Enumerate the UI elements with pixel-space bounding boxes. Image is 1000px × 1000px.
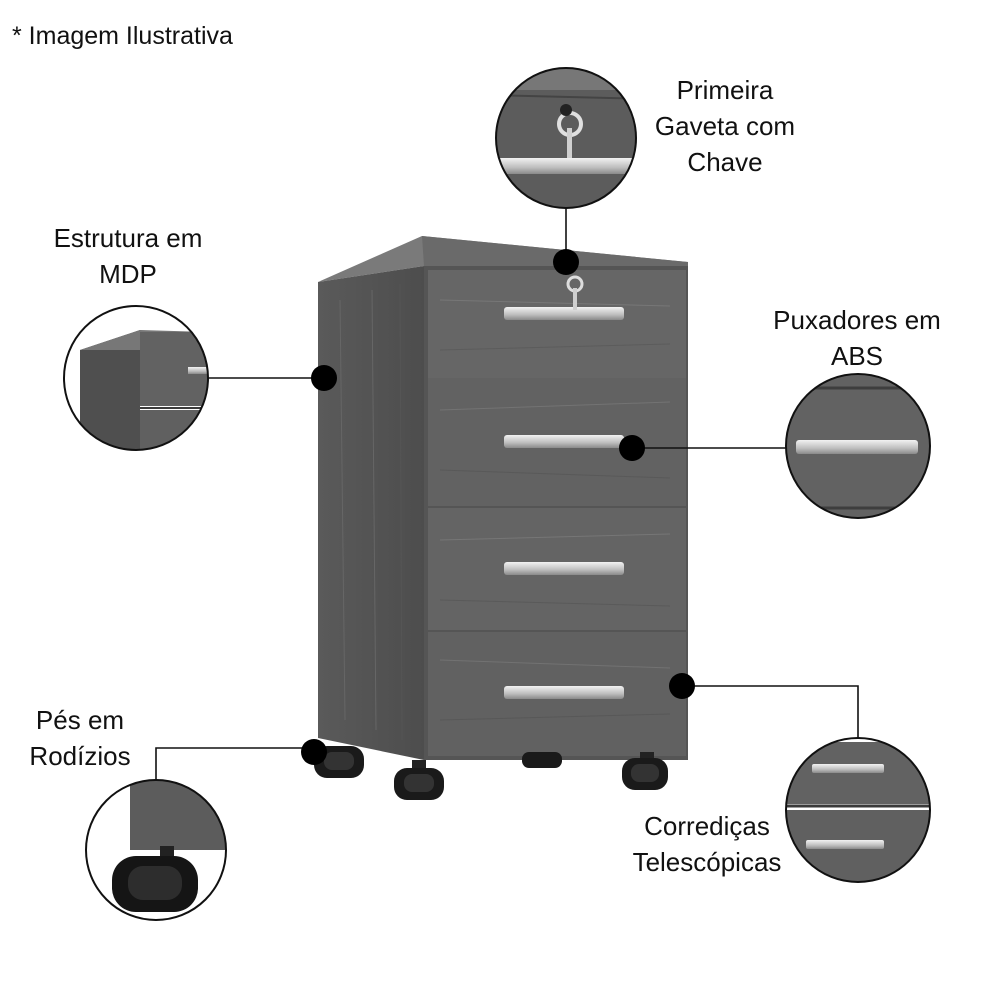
zoom-circle-gaveta-chave	[495, 67, 637, 209]
callout-line: Chave	[687, 147, 763, 177]
caster-front-left	[394, 760, 444, 800]
drawer-cabinet	[314, 236, 688, 800]
disclaimer-text: * Imagem Ilustrativa	[12, 22, 233, 50]
drawer-3-handle	[504, 562, 624, 575]
callout-label-gaveta-chave: Primeira Gaveta com Chave	[630, 72, 820, 180]
callout-line: ABS	[830, 341, 884, 371]
callout-line: Rodízios	[29, 741, 131, 771]
callout-line: Corrediças	[644, 811, 770, 841]
caster-front-right	[622, 752, 668, 790]
zoom-circle-puxadores	[785, 373, 931, 519]
drawer-2-handle	[504, 435, 624, 448]
zoom-circle-corredicas	[785, 737, 931, 883]
callout-label-puxadores: Puxadores em ABS	[752, 302, 962, 374]
callout-line: Pés em	[35, 705, 125, 735]
caster-back-right	[522, 752, 562, 768]
callout-line: Estrutura em	[53, 223, 203, 253]
callout-label-estrutura: Estrutura em MDP	[28, 220, 228, 292]
zoom-circle-estrutura	[63, 305, 209, 451]
callout-line: MDP	[99, 259, 157, 289]
callout-line: Gaveta com	[654, 111, 796, 141]
key-icon	[566, 275, 584, 310]
callout-line: Puxadores em	[773, 305, 941, 335]
callout-line: Telescópicas	[632, 847, 782, 877]
zoom-circle-pes	[85, 779, 227, 921]
drawer-1-handle	[504, 307, 624, 320]
drawer-4-handle	[504, 686, 624, 699]
drawer-1	[428, 270, 686, 386]
callout-label-pes: Pés em Rodízios	[10, 702, 150, 774]
callout-dots	[301, 249, 695, 765]
cabinet-side	[318, 266, 424, 760]
callout-label-corredicas: Corrediças Telescópicas	[612, 808, 802, 880]
callout-line: Primeira	[676, 75, 774, 105]
